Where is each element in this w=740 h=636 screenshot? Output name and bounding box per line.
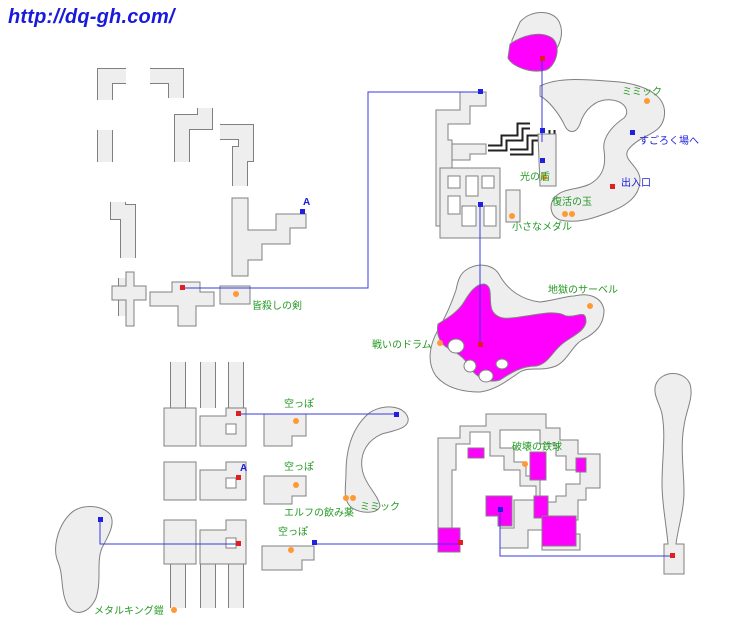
stairs-up-maze[interactable] (478, 202, 483, 207)
label-pot-2: 空っぽ (284, 460, 314, 473)
stairs-down-pot3[interactable] (236, 541, 241, 546)
label-pot-1: 空っぽ (284, 397, 314, 410)
stairs-down-cave-top[interactable] (540, 56, 545, 61)
iron-ball-dungeon (437, 413, 601, 553)
label-mimic-top: ミミック (622, 86, 662, 98)
label-hell-saber: 地獄のサーベル (548, 283, 618, 296)
stairs-down-east[interactable] (670, 553, 675, 558)
label-metal-king: メタルキング鎧 (94, 604, 164, 617)
label-orb: 復活の玉 (552, 195, 592, 208)
west-cave (55, 506, 113, 613)
stairs-up-north[interactable] (478, 89, 483, 94)
stairs-up-pot3[interactable] (312, 540, 317, 545)
north-cave (507, 12, 562, 72)
treasure-small-medal[interactable] (509, 213, 515, 219)
stairs-up-iron[interactable] (498, 507, 503, 512)
treasure-mimic-bottom[interactable] (350, 495, 356, 501)
treasure-war-drum[interactable] (437, 340, 443, 346)
treasure-elixir[interactable] (343, 495, 349, 501)
room-upper-stairs (231, 197, 307, 277)
east-cave (539, 79, 666, 222)
stairs-down-pot2[interactable] (236, 475, 241, 480)
label-iron-ball: 破壊の鉄球 (512, 440, 562, 453)
central-maze (435, 91, 557, 239)
treasure-hell-saber[interactable] (587, 303, 593, 309)
treasure-orb-1[interactable] (562, 211, 568, 217)
treasure-pot-1[interactable] (293, 418, 299, 424)
stairs-down-pit[interactable] (458, 540, 463, 545)
stairs-down-pot1[interactable] (236, 411, 241, 416)
label-elixir: エルフの飲み薬 (284, 506, 354, 519)
stairs-up-shield[interactable] (540, 158, 545, 163)
label-small-medal: 小さなメダル (512, 220, 572, 233)
label-light-shield: 光の盾 (520, 170, 550, 183)
stairs-up-mimic[interactable] (394, 412, 399, 417)
stairs-up-sugoroku[interactable] (630, 130, 635, 135)
mimic-cave (344, 406, 409, 513)
map-labels: ミミック すごろく場へ 出入口 光の盾 復活の玉 小さなメダル 地獄のサーベル … (94, 86, 699, 617)
treasure-mimic-top[interactable] (644, 98, 650, 104)
label-exit: 出入口 (621, 176, 651, 189)
treasure-metal-king[interactable] (171, 607, 177, 613)
far-east-cave (654, 373, 692, 575)
central-cave (429, 264, 605, 393)
stairs-up-west[interactable] (98, 517, 103, 522)
label-mimic-bottom: ミミック (360, 501, 400, 513)
label-war-drum: 戦いのドラム (372, 338, 432, 351)
treasure-orb-2[interactable] (569, 211, 575, 217)
stairs-markers (98, 56, 675, 558)
mark-a-top: A (303, 197, 310, 208)
treasure-light-shield[interactable] (541, 174, 547, 180)
stairs-up-cave[interactable] (540, 128, 545, 133)
stairs-down-drum[interactable] (478, 342, 483, 347)
stairs-down-exit[interactable] (610, 184, 615, 189)
treasure-massacre-sword[interactable] (233, 291, 239, 297)
stairs-down-massacre[interactable] (180, 285, 185, 290)
treasure-markers (171, 98, 650, 613)
stairs-up-a-top[interactable] (300, 209, 305, 214)
label-pot-3: 空っぽ (278, 525, 308, 538)
room-lower-cross-2 (149, 281, 215, 327)
label-massacre-sword: 皆殺しの剣 (252, 299, 302, 312)
treasure-pot-2[interactable] (293, 482, 299, 488)
room-lower-cross-1 (111, 271, 147, 327)
site-url[interactable]: http://dq-gh.com/ (8, 6, 175, 28)
treasure-iron-ball[interactable] (522, 461, 528, 467)
mark-a-bottom: A (240, 463, 247, 474)
label-sugoroku: すごろく場へ (639, 134, 699, 147)
upper-left-floor (97, 68, 307, 327)
treasure-pot-3[interactable] (288, 547, 294, 553)
